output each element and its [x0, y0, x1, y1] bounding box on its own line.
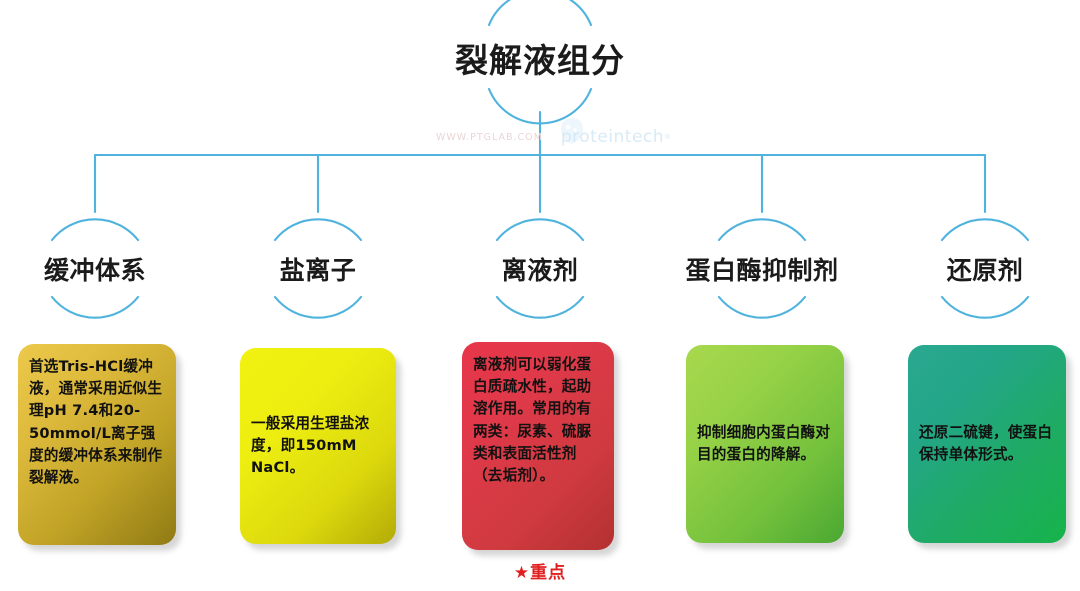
watermark-url: WWW.PTGLAB.COM [436, 131, 543, 143]
branch-label-chaotrope: 离液剂 [501, 256, 579, 285]
watermark: WWW.PTGLAB.COM proteintech ® [436, 118, 671, 154]
detail-card-protease-inhibitor[interactable]: 抑制细胞内蛋白酶对目的蛋白的降解。 [686, 345, 844, 543]
branch-ring-bottom-1 [50, 295, 140, 319]
branch-ring-top-2 [273, 218, 363, 242]
branch-label-protease-inhibitor: 蛋白酶抑制剂 [685, 256, 839, 285]
watermark-brand-wrap: proteintech ® [560, 118, 672, 147]
detail-card-buffer[interactable]: 首选Tris-HCl缓冲液，通常采用近似生理pH 7.4和20-50mmol/L… [18, 344, 176, 545]
branch-ring-top-1 [50, 218, 140, 242]
title-ring-top [487, 0, 593, 27]
branch-ring-bottom-5 [940, 295, 1030, 319]
detail-card-reducing-agent[interactable]: 还原二硫键，使蛋白保持单体形式。 [908, 345, 1066, 543]
detail-card-salt[interactable]: 一般采用生理盐浓度，即150mM NaCl。 [240, 348, 396, 544]
branch-label-reducing-agent: 还原剂 [946, 256, 1024, 285]
branch-label-salt: 盐离子 [279, 256, 357, 285]
branch-ring-top-5 [940, 218, 1030, 242]
detail-card-protease-inhibitor-text: 抑制细胞内蛋白酶对目的蛋白的降解。 [697, 423, 831, 463]
detail-card-reducing-agent-text: 还原二硫键，使蛋白保持单体形式。 [919, 423, 1053, 463]
branch-ring-top-3 [495, 218, 585, 242]
branch-ring-bottom-3 [495, 295, 585, 319]
detail-card-buffer-text: 首选Tris-HCl缓冲液，通常采用近似生理pH 7.4和20-50mmol/L… [29, 358, 163, 486]
branch-label-buffer: 缓冲体系 [43, 256, 146, 285]
detail-card-salt-text: 一般采用生理盐浓度，即150mM NaCl。 [251, 414, 370, 477]
branch-ring-bottom-4 [717, 295, 807, 319]
key-point-footnote: ★重点 [513, 563, 567, 583]
proteintech-logo-icon [560, 118, 583, 144]
branch-ring-bottom-2 [273, 295, 363, 319]
detail-card-chaotrope[interactable]: 离液剂可以弱化蛋白质疏水性，起助溶作用。常用的有两类：尿素、硫脲类和表面活性剂（… [462, 342, 614, 550]
page-title: 裂解液组分 [455, 41, 625, 80]
detail-card-chaotrope-text: 离液剂可以弱化蛋白质疏水性，起助溶作用。常用的有两类：尿素、硫脲类和表面活性剂（… [473, 356, 592, 484]
title-ring-bottom [487, 87, 593, 125]
watermark-brand: proteintech [560, 127, 665, 147]
branch-ring-top-4 [717, 218, 807, 242]
watermark-trademark: ® [664, 133, 672, 141]
